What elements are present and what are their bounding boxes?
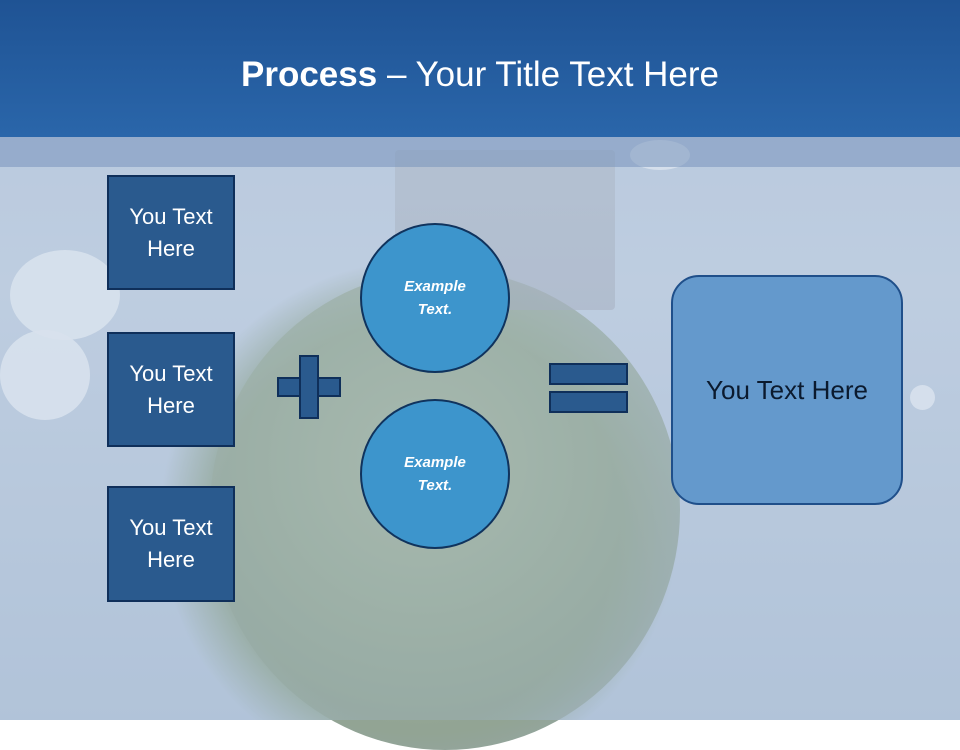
circle-1[interactable]: Example Text. xyxy=(360,223,510,373)
title-bar xyxy=(0,0,960,137)
slide-title: Process – Your Title Text Here xyxy=(0,52,960,98)
circle-2[interactable]: Example Text. xyxy=(360,399,510,549)
left-box-1-label: You Text Here xyxy=(129,203,213,261)
result-box-label: You Text Here xyxy=(706,374,868,405)
left-box-3-label: You Text Here xyxy=(129,515,213,572)
left-box-3[interactable]: You Text Here xyxy=(107,486,235,602)
result-box[interactable]: You Text Here xyxy=(671,275,903,505)
left-box-2-label: You Text Here xyxy=(129,360,213,418)
cloud xyxy=(910,385,935,410)
title-rest: – Your Title Text Here xyxy=(377,55,719,94)
equals-icon-top xyxy=(549,363,628,385)
left-box-1[interactable]: You Text Here xyxy=(107,175,235,290)
circle-1-label: Example Text. xyxy=(404,278,466,318)
circle-2-label: Example Text. xyxy=(404,454,466,494)
title-bar-band xyxy=(0,137,960,167)
left-box-2[interactable]: You Text Here xyxy=(107,332,235,447)
title-bold: Process xyxy=(241,55,378,94)
equals-icon-bottom xyxy=(549,391,628,413)
plus-icon xyxy=(277,355,341,419)
cloud xyxy=(10,250,120,340)
plus-icon-vertical xyxy=(299,355,319,419)
cloud xyxy=(0,330,90,420)
